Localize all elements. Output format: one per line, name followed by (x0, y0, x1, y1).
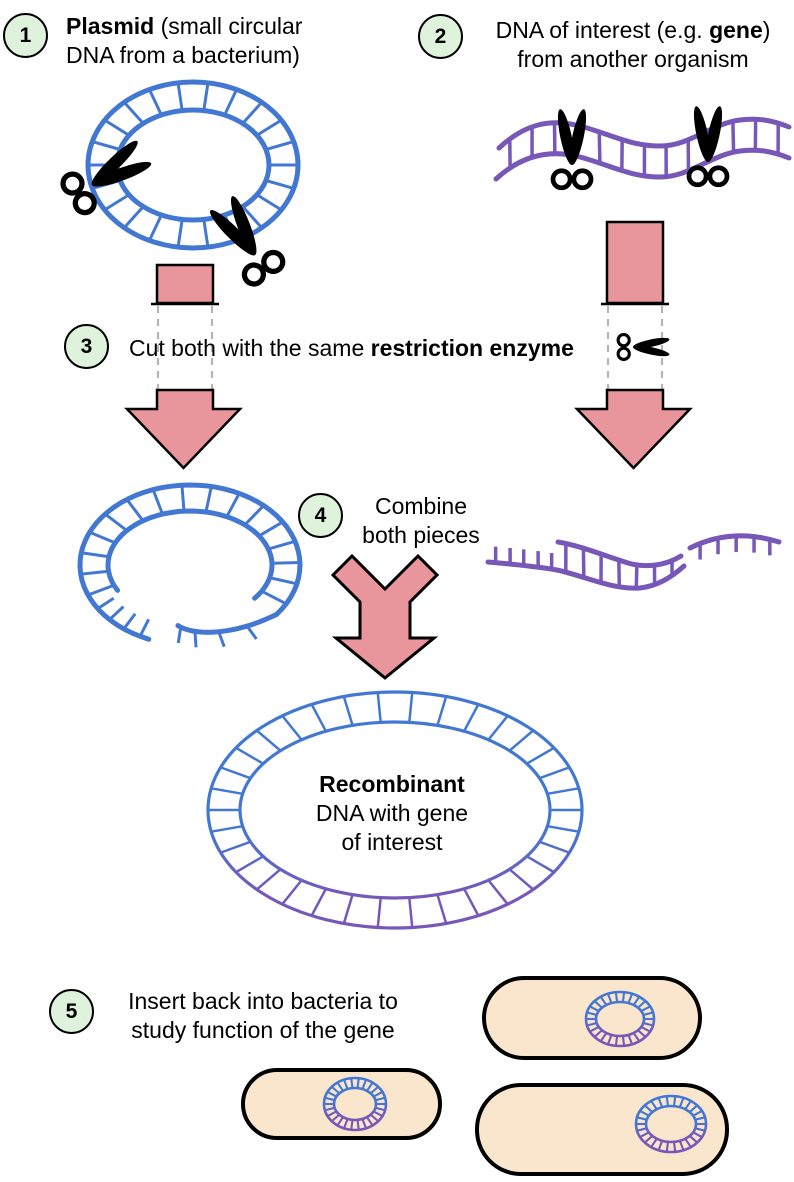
recombinant-plasmid-mini (634, 1094, 708, 1154)
step-5-label-line2: study function of the gene (131, 1017, 395, 1043)
scissors-icon (686, 106, 730, 188)
scissors-icon (60, 140, 152, 216)
step-5-badge: 5 (49, 989, 94, 1034)
step-2-label-post: ) (762, 17, 771, 43)
step-2-label: DNA of interest (e.g. gene) from another… (478, 16, 788, 74)
scissors-icon (210, 196, 286, 287)
step-1-badge: 1 (3, 13, 48, 58)
step-1-label-line2: DNA from a bacterium) (66, 42, 300, 68)
step-5-label: Insert back into bacteria to study funct… (108, 987, 418, 1045)
bacterium-shape (475, 1083, 729, 1176)
step-1-label-rest: (small circular (154, 13, 303, 39)
step-4-number: 4 (314, 503, 327, 527)
step-4-label: Combine both pieces (348, 492, 494, 550)
step-5-label-line1: Insert back into bacteria to (128, 988, 398, 1014)
cut-plasmid-graphic (77, 482, 303, 648)
step-5-number: 5 (65, 999, 78, 1023)
step-1-number: 1 (19, 23, 32, 47)
bacterium-shape (241, 1068, 442, 1140)
step-2-label-line2: from another organism (517, 46, 749, 72)
arrow-shaft-right (605, 220, 665, 305)
recombinant-plasmid-mini (322, 1076, 388, 1132)
merge-arrow (330, 553, 440, 680)
step-4-label-line2: both pieces (362, 522, 480, 548)
down-arrow-right (574, 388, 693, 470)
recombinant-plasmid-mini (584, 990, 656, 1048)
step-2-label-bold: gene (709, 17, 763, 43)
step-3-label-pre: Cut both with the same (129, 335, 371, 361)
cut-dna-fragment-graphic (485, 533, 782, 591)
step-2-number: 2 (434, 24, 447, 48)
scissors-icon (616, 333, 670, 361)
step-3-label: Cut both with the same restriction enzym… (129, 334, 574, 363)
recombinant-label: Recombinant DNA with gene of interest (292, 770, 492, 857)
step-1-label: Plasmid (small circular DNA from a bacte… (66, 12, 302, 70)
cut-guide-dashes (156, 306, 664, 389)
recombinant-label-line3: of interest (341, 829, 443, 855)
scissors-icon (550, 109, 594, 191)
step-2-badge: 2 (418, 14, 463, 59)
recombinant-label-line1: Recombinant (319, 771, 465, 797)
step-3-badge: 3 (64, 324, 109, 369)
recombinant-label-line2: DNA with gene (315, 800, 469, 826)
dna-of-interest-graphic (493, 116, 792, 182)
recombinant-plasmid-graphic (206, 690, 584, 930)
step-3-number: 3 (80, 334, 93, 358)
step-1-label-bold: Plasmid (66, 13, 155, 39)
step-3-label-bold: restriction enzyme (370, 335, 574, 361)
arrow-shaft-left (155, 263, 215, 305)
down-arrow-left (124, 388, 243, 470)
bacteria-group (241, 976, 729, 1176)
flow-arrows (124, 220, 693, 680)
step-4-badge: 4 (298, 493, 343, 538)
step-2-label-pre: DNA of interest (e.g. (495, 17, 710, 43)
step-4-label-line1: Combine (374, 493, 468, 519)
